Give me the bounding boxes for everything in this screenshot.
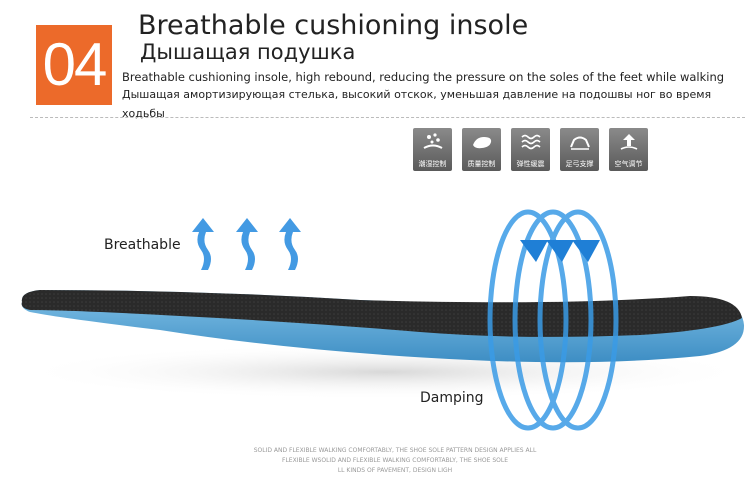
feature-card-quality: 质量控制 — [462, 128, 501, 171]
breathable-arrow-icon — [236, 218, 258, 270]
footer-caption: SOLID AND FLEXIBLE WALKING COMFORTABLY, … — [200, 446, 590, 476]
callout-damping: Damping — [420, 390, 484, 406]
damping-arrowheads — [520, 240, 600, 262]
water-drops-icon — [423, 133, 442, 149]
footer-line-1: SOLID AND FLEXIBLE WALKING COMFORTABLY, … — [253, 447, 537, 454]
arrowhead-icon — [520, 240, 548, 262]
feature-label: 空气调节 — [614, 160, 643, 168]
arrowhead-icon — [572, 240, 600, 262]
feature-card-air: 空气调节 — [609, 128, 648, 171]
feature-icon-row: 潮湿控制 质量控制 弹性缓震 足弓支撑 空气调节 — [413, 128, 648, 171]
insole-quality-icon — [472, 137, 491, 149]
insole-top-surface — [21, 290, 742, 337]
damping-arrows — [487, 209, 619, 431]
feature-label: 弹性缓震 — [516, 160, 545, 168]
feature-label: 质量控制 — [467, 160, 496, 168]
feature-card-moisture: 潮湿控制 — [413, 128, 452, 171]
arch-support-icon — [569, 136, 590, 150]
title-english: Breathable cushioning insole — [138, 10, 529, 41]
callout-breathable: Breathable — [104, 237, 181, 253]
feature-card-arch: 足弓支撑 — [560, 128, 599, 171]
feature-label: 足弓支撑 — [565, 160, 594, 168]
feature-label: 潮湿控制 — [418, 160, 447, 168]
feature-card-cushion: 弹性缓震 — [511, 128, 550, 171]
footer-line-3: LL KINDS OF PAVEMENT, DESIGN LIGH — [337, 467, 453, 474]
breathable-arrows — [192, 218, 301, 270]
description-english: Breathable cushioning insole, high rebou… — [122, 70, 725, 84]
air-adjust-icon — [620, 134, 637, 150]
breathable-arrow-icon — [192, 218, 214, 270]
dashed-divider — [30, 117, 745, 118]
footer-line-2: FLEXIBLE WSOLID AND FLEXIBLE WALKING COM… — [282, 457, 508, 464]
arrowhead-icon — [546, 240, 574, 262]
section-number-badge: 04 — [36, 25, 112, 105]
wave-cushion-icon — [520, 134, 541, 150]
breathable-arrow-icon — [279, 218, 301, 270]
description-russian: Дышащая амортизирующая стелька, высокий … — [122, 88, 712, 120]
title-russian: Дышащая подушка — [140, 40, 356, 64]
